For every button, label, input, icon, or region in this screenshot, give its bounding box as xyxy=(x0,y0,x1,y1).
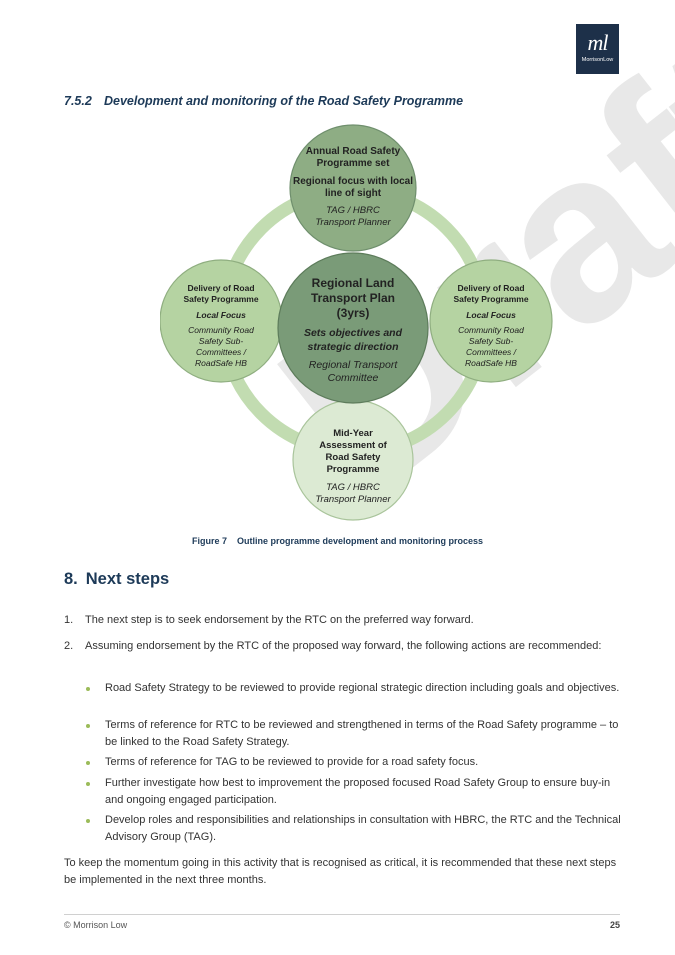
center-subtitle: Sets objectives and strategic direction xyxy=(303,327,403,353)
footer-divider xyxy=(64,914,620,915)
item-text: Assuming endorsement by the RTC of the p… xyxy=(85,640,602,652)
bullet-dot xyxy=(86,724,90,728)
bullet-item: Further investigate how best to improvem… xyxy=(86,775,626,809)
bullet-text: Terms of reference for RTC to be reviewe… xyxy=(105,719,619,748)
figure-label: Figure 7 xyxy=(191,536,227,546)
top-circle xyxy=(289,124,417,252)
subsection-heading: 7.5.2 Development and monitoring of the R… xyxy=(64,94,463,108)
section-number: 8. xyxy=(64,570,78,588)
right-owner: Community Road Safety Sub-Committees / R… xyxy=(458,325,524,368)
right-circle xyxy=(429,259,553,383)
page-number: 25 xyxy=(609,920,620,930)
section-title: Next steps xyxy=(85,570,170,588)
numbered-item: 1. The next step is to seek endorsement … xyxy=(64,612,624,629)
bullet-item: Terms of reference for TAG to be reviewe… xyxy=(86,754,626,771)
center-circle-text: Regional Land Transport Plan (3yrs) Sets… xyxy=(293,276,413,385)
subsection-number: 7.5.2 xyxy=(64,94,92,108)
center-circle xyxy=(277,252,429,404)
footer-copyright: © Morrison Low xyxy=(64,920,128,930)
numbered-item: 2. Assuming endorsement by the RTC of th… xyxy=(64,638,624,655)
left-subtitle: Local Focus xyxy=(196,310,246,320)
process-diagram: Annual Road Safety Programme set Regiona… xyxy=(160,124,560,524)
figure-caption: Figure 7 Outline programme development an… xyxy=(0,536,675,546)
bullet-dot xyxy=(86,687,90,691)
bullet-item: Terms of reference for RTC to be reviewe… xyxy=(86,717,626,751)
bottom-title: Mid-Year Assessment of Road Safety Progr… xyxy=(319,428,387,475)
closing-paragraph: To keep the momentum going in this activ… xyxy=(64,857,617,886)
center-title: Regional Land Transport Plan (3yrs) xyxy=(310,276,396,320)
right-circle-text: Delivery of Road Safety Programme Local … xyxy=(444,283,538,369)
figure-caption-text: Outline programme development and monito… xyxy=(236,536,484,546)
bullet-item: Develop roles and responsibilities and r… xyxy=(86,812,626,846)
morrison-low-logo: ml MorrisonLow xyxy=(576,24,619,74)
bullet-text: Develop roles and responsibilities and r… xyxy=(105,814,621,843)
right-title: Delivery of Road Safety Programme xyxy=(453,283,529,304)
section-heading: 8. Next steps xyxy=(64,570,169,589)
bullet-text: Further investigate how best to improvem… xyxy=(105,777,611,806)
center-owner: Regional Transport Committee xyxy=(308,359,398,384)
diagram-shapes xyxy=(160,124,553,521)
bullet-text: Road Safety Strategy to be reviewed to p… xyxy=(105,682,620,694)
logo-mark: ml xyxy=(587,30,609,55)
right-subtitle: Local Focus xyxy=(466,310,516,320)
item-number: 1. xyxy=(64,614,74,626)
bullet-text: Terms of reference for TAG to be reviewe… xyxy=(105,756,479,768)
item-number: 2. xyxy=(64,640,74,652)
bullet-dot xyxy=(86,782,90,786)
subsection-title: Development and monitoring of the Road S… xyxy=(104,94,464,108)
bottom-circle-text: Mid-Year Assessment of Road Safety Progr… xyxy=(303,428,403,506)
logo-wordmark: MorrisonLow xyxy=(581,57,614,63)
left-owner: Community Road Safety Sub-Committees / R… xyxy=(188,325,254,368)
bullet-dot xyxy=(86,819,90,823)
top-subtitle: Regional focus with local line of sight xyxy=(293,176,414,199)
top-owner: TAG / HBRC Transport Planner xyxy=(315,205,391,228)
bullet-item: Road Safety Strategy to be reviewed to p… xyxy=(86,680,626,697)
top-title: Annual Road Safety Programme set xyxy=(305,146,401,169)
item-text: The next step is to seek endorsement by … xyxy=(85,614,474,626)
left-title: Delivery of Road Safety Programme xyxy=(183,283,259,304)
bullet-dot xyxy=(86,761,90,765)
top-circle-text: Annual Road Safety Programme set Regiona… xyxy=(293,146,413,229)
left-circle-text: Delivery of Road Safety Programme Local … xyxy=(174,283,268,369)
bottom-owner: TAG / HBRC Transport Planner xyxy=(315,482,391,505)
